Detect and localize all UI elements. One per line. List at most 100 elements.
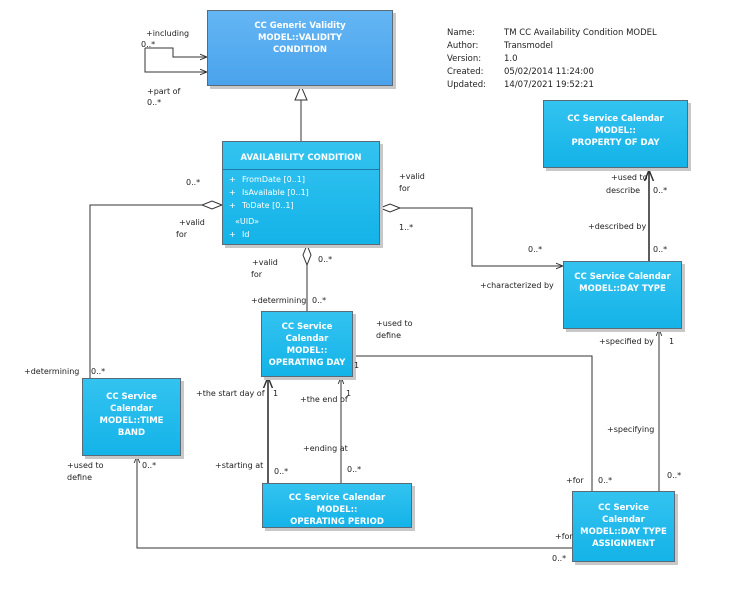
- class-name: CC Service Calendar MODEL::: [567, 114, 664, 136]
- day-type-class[interactable]: CC Service Calendar MODEL::DAY TYPE: [563, 261, 682, 329]
- meta-name-value: TM CC Availability Condition MODEL: [504, 28, 657, 38]
- operating-day-class[interactable]: CC Service Calendar MODEL:: OPERATING DA…: [261, 311, 353, 377]
- role-end-of: +the end of: [300, 395, 348, 404]
- meta-version-value: 1.0: [504, 54, 518, 64]
- role-used-to-define-tb-1: +used to: [67, 461, 104, 470]
- role-specified-by: +specified by: [599, 337, 654, 346]
- ac-daytype-association: [399, 207, 563, 266]
- mult-ac-bottom: 0..*: [318, 255, 333, 264]
- role-valid-right-2: for: [399, 184, 410, 193]
- ac-right-aggregation: [378, 203, 402, 213]
- mult-op-end: 0..*: [347, 465, 362, 474]
- role-determining-od: +determining: [251, 296, 307, 305]
- mult-pod: 0..*: [653, 186, 668, 195]
- role-valid-mid-2: for: [251, 270, 262, 279]
- class-name-line2: PROPERTY OF DAY: [571, 138, 660, 148]
- operating-period-class[interactable]: CC Service Calendar MODEL:: OPERATING PE…: [262, 483, 412, 528]
- meta-version-label: Version:: [447, 54, 482, 64]
- role-used-to-define-od-2: define: [376, 331, 402, 340]
- mult-dta-tb: 0..*: [552, 554, 567, 563]
- mult-start-day: 1: [273, 389, 279, 398]
- ac-bottom-aggregation: [302, 243, 312, 267]
- role-described-by: +described by: [588, 222, 647, 231]
- class-name-line2: OPERATING PERIOD: [290, 517, 384, 527]
- role-valid-left-2: for: [176, 230, 187, 239]
- role-valid-mid-1: +valid: [252, 258, 278, 267]
- class-name: CC Service Calendar: [106, 392, 157, 414]
- class-name-line2: MODEL::DAY TYPE: [580, 527, 667, 537]
- role-characterized-by: +characterized by: [480, 281, 554, 290]
- meta-name-label: Name:: [447, 28, 475, 38]
- class-name: CC Service Calendar MODEL::: [288, 493, 386, 515]
- mult-dt-left: 0..*: [528, 245, 543, 254]
- class-name-line3: OPERATING DAY: [268, 358, 346, 368]
- mult-dta-od: 0..*: [598, 476, 613, 485]
- role-used-to-describe-1: +used to: [611, 173, 648, 182]
- role-part-of: +part of: [147, 87, 181, 96]
- mult-including: 0..*: [141, 40, 156, 49]
- day-type-assignment-class[interactable]: CC Service Calendar MODEL::DAY TYPE ASSI…: [572, 491, 675, 562]
- role-used-to-define-tb-2: define: [67, 473, 93, 482]
- class-name-line3: ASSIGNMENT: [592, 539, 655, 549]
- attribute-todate: +ToDate [0..1]: [229, 201, 294, 210]
- mult-dt-bottom: 1: [669, 337, 675, 346]
- role-for-od: +for: [566, 476, 584, 485]
- part-of-association: [144, 48, 207, 72]
- mult-ac-left: 0..*: [186, 178, 201, 187]
- role-valid-left-1: +valid: [179, 218, 205, 227]
- meta-author-label: Author:: [447, 41, 479, 51]
- meta-updated-label: Updated:: [447, 80, 487, 90]
- role-including: +including: [146, 29, 190, 38]
- mult-dta-dt: 0..*: [667, 471, 682, 480]
- class-name: CC Service Calendar: [281, 322, 333, 344]
- dta-operatingday-association: [348, 356, 593, 491]
- class-name-line3: BAND: [117, 428, 146, 438]
- attribute-id: +Id: [229, 230, 250, 239]
- class-name-line2: CONDITION: [272, 45, 328, 55]
- role-valid-right-1: +valid: [399, 172, 425, 181]
- attribute-fromdate: +FromDate [0..1]: [229, 175, 305, 184]
- mult-tb-top: 0..*: [91, 367, 106, 376]
- role-used-to-describe-2: describe: [606, 186, 641, 195]
- ac-left-aggregation: [200, 200, 224, 210]
- mult-dt-top: 0..*: [653, 245, 668, 254]
- meta-created-label: Created:: [447, 67, 484, 77]
- mult-part-of: 0..*: [147, 98, 162, 107]
- uid-stereotype: «UID»: [235, 217, 260, 226]
- meta-author-value: Transmodel: [504, 41, 553, 51]
- mult-od-right: 1: [354, 361, 360, 370]
- role-specifying: +specifying: [607, 425, 655, 434]
- including-association: [145, 47, 207, 57]
- meta-updated-value: 14/07/2021 19:52:21: [504, 80, 594, 90]
- ac-timeband-association: [89, 204, 212, 378]
- class-name-line2: MODEL::TIME: [99, 416, 164, 426]
- time-band-class[interactable]: CC Service Calendar MODEL::TIME BAND: [82, 378, 181, 456]
- class-name: CC Generic Validity MODEL::VALIDITY: [254, 21, 346, 43]
- mult-op-start: 0..*: [274, 467, 289, 476]
- role-start-day-of: +the start day of: [196, 389, 265, 398]
- role-ending-at: +ending at: [303, 444, 348, 453]
- mult-end-of: 1: [346, 389, 352, 398]
- class-name: AVAILABILITY CONDITION: [240, 153, 362, 163]
- attribute-compartment: +FromDate [0..1] +IsAvailable [0..1] +To…: [223, 169, 379, 244]
- dta-timeband-association: [137, 456, 578, 549]
- availability-condition-class[interactable]: AVAILABILITY CONDITION +FromDate [0..1] …: [222, 141, 380, 245]
- class-name: CC Service Calendar: [574, 272, 671, 282]
- validity-condition-class[interactable]: CC Generic Validity MODEL::VALIDITY COND…: [207, 10, 393, 86]
- property-of-day-class[interactable]: CC Service Calendar MODEL:: PROPERTY OF …: [543, 100, 688, 168]
- class-name-line2: MODEL::: [286, 346, 328, 356]
- class-name-line2: MODEL::DAY TYPE: [579, 284, 666, 294]
- role-starting-at: +starting at: [215, 461, 264, 470]
- attribute-isavailable: +IsAvailable [0..1]: [229, 188, 309, 197]
- role-determining-tb: +determining: [24, 367, 80, 376]
- mult-ac-right: 1..*: [399, 223, 414, 232]
- meta-created-value: 05/02/2014 11:24:00: [504, 67, 594, 77]
- mult-od-top: 0..*: [312, 296, 327, 305]
- class-name: CC Service Calendar: [598, 503, 649, 525]
- generalization-arrowhead: [294, 84, 308, 101]
- mult-tb-bottom: 0..*: [142, 461, 157, 470]
- role-used-to-define-od-1: +used to: [376, 319, 413, 328]
- role-for-tb: +for: [555, 532, 573, 541]
